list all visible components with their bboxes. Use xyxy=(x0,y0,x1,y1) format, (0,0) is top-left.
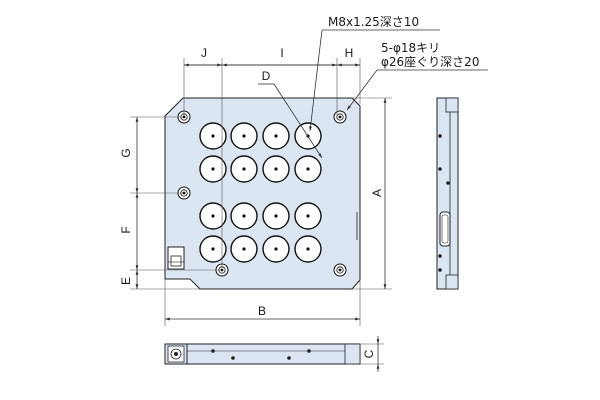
side-hole-mark xyxy=(438,254,442,258)
suction-hole xyxy=(294,202,322,230)
suction-hole xyxy=(199,122,227,150)
plate-outline xyxy=(164,97,361,290)
suction-hole xyxy=(262,122,290,150)
bottom-view: C xyxy=(164,336,384,372)
dim-g-label: G xyxy=(119,148,133,157)
dim-h-label: H xyxy=(345,46,354,60)
left-dimensions: G F E xyxy=(119,116,222,290)
suction-hole xyxy=(230,235,258,263)
top-dimensions: J I H xyxy=(183,46,361,268)
side-hole-mark xyxy=(438,167,442,171)
dim-a-label: A xyxy=(370,189,384,197)
annotations: D M8x1.25深さ10 5-φ18キリ φ26座ぐり深さ20 xyxy=(258,15,488,159)
suction-hole xyxy=(230,155,258,183)
bottom-hole-mark xyxy=(307,349,311,353)
dim-d-label: D xyxy=(262,69,271,83)
counterbore-hole xyxy=(333,110,347,124)
suction-hole xyxy=(262,235,290,263)
suction-hole xyxy=(199,155,227,183)
side-view xyxy=(436,97,459,290)
suction-hole xyxy=(262,155,290,183)
counterbore-note-1: 5-φ18キリ xyxy=(381,41,440,55)
suction-hole xyxy=(230,202,258,230)
dim-e-label: E xyxy=(119,277,133,285)
side-hole-mark xyxy=(446,181,450,185)
counterbore-hole xyxy=(333,263,347,277)
suction-hole xyxy=(294,235,322,263)
suction-hole xyxy=(199,235,227,263)
suction-hole xyxy=(294,155,322,183)
suction-hole xyxy=(262,202,290,230)
suction-hole xyxy=(230,122,258,150)
side-hole-mark xyxy=(438,268,442,272)
side-hole-mark xyxy=(438,134,442,138)
clamp-block xyxy=(167,246,185,270)
counterbore-note-2: φ26座ぐり深さ20 xyxy=(381,54,479,69)
bottom-hole-mark xyxy=(211,349,215,353)
dim-a: A xyxy=(352,97,392,290)
dim-c-label: C xyxy=(362,349,376,358)
dim-b: B xyxy=(164,279,361,326)
dim-i-label: I xyxy=(280,46,283,60)
suction-hole xyxy=(199,202,227,230)
bottom-hole-mark xyxy=(231,356,235,360)
bottom-hole-mark xyxy=(287,356,291,360)
dim-f-label: F xyxy=(119,226,133,233)
dim-b-label: B xyxy=(258,304,266,318)
tap-hole-note: M8x1.25深さ10 xyxy=(328,15,419,29)
front-view xyxy=(164,97,361,290)
dim-j-label: J xyxy=(201,46,207,60)
hole-grid xyxy=(199,122,322,263)
